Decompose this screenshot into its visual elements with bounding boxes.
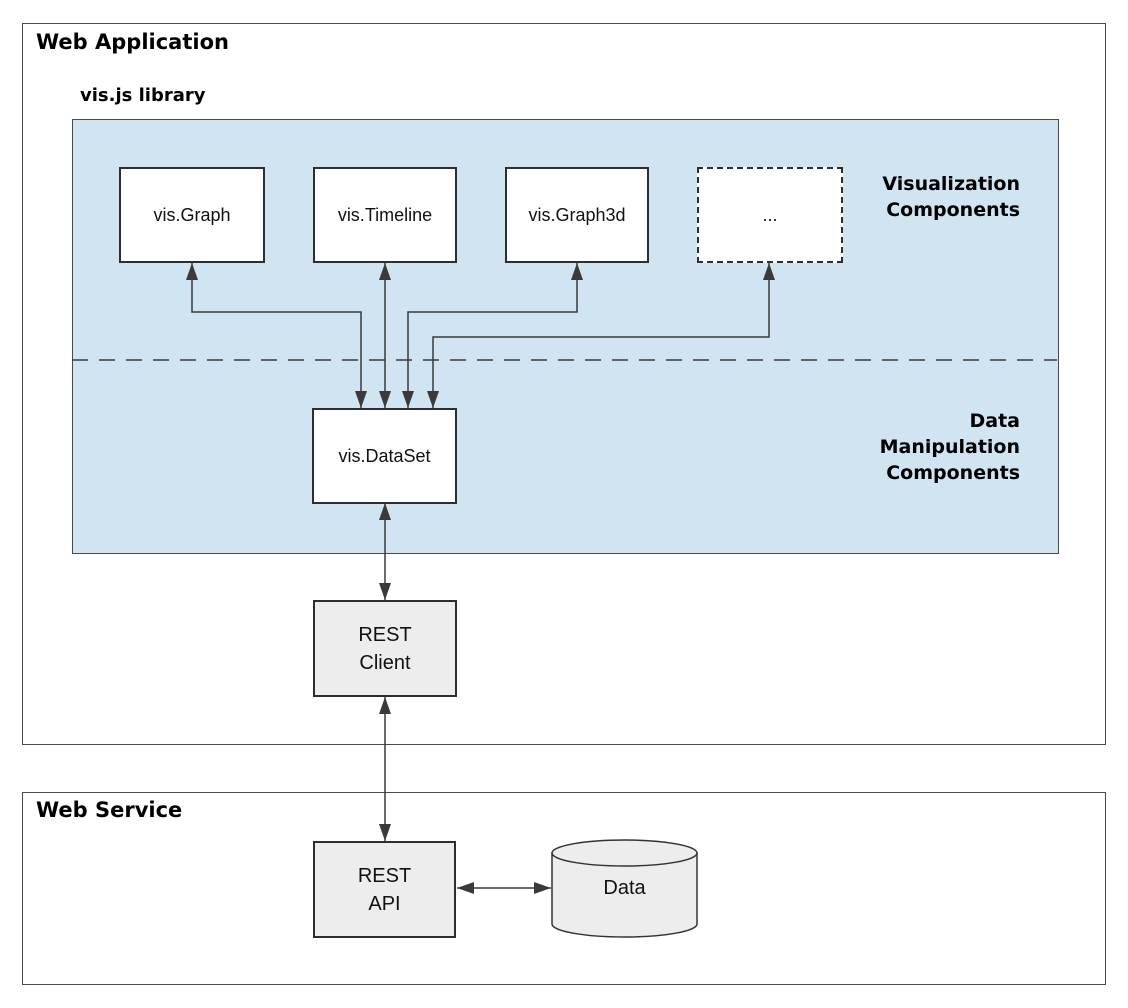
web-service-title: Web Service (36, 798, 183, 822)
rest-client-line1: REST (358, 623, 412, 646)
rest-api-box: REST API (313, 841, 456, 938)
database-label: Data (603, 876, 646, 899)
data-manipulation-components-label: Data Manipulation Components (800, 408, 1020, 486)
web-application-title: Web Application (36, 30, 229, 54)
rest-client-box: REST Client (313, 600, 457, 697)
data-manipulation-line1: Data (969, 410, 1021, 432)
rest-client-line2: Client (359, 651, 411, 674)
visualization-components-line1: Visualization (882, 173, 1020, 195)
vis-timeline-label: vis.Timeline (337, 204, 433, 225)
vis-dataset-box: vis.DataSet (312, 408, 457, 504)
more-components-label: ... (762, 204, 778, 225)
data-manipulation-line3: Components (886, 462, 1020, 484)
rest-api-line1: REST (357, 864, 412, 887)
visualization-components-line2: Components (886, 199, 1020, 221)
vis-graph3d-box: vis.Graph3d (505, 167, 649, 263)
vis-graph-box: vis.Graph (119, 167, 265, 263)
database-store: Data (552, 853, 697, 923)
visualization-components-label: Visualization Components (800, 171, 1020, 223)
vis-graph-label: vis.Graph (153, 204, 231, 225)
visjs-library-label: vis.js library (80, 85, 206, 106)
more-components-box: ... (697, 167, 843, 263)
vis-dataset-label: vis.DataSet (338, 445, 431, 466)
vis-graph3d-label: vis.Graph3d (528, 204, 626, 225)
data-manipulation-line2: Manipulation (879, 436, 1020, 458)
vis-timeline-box: vis.Timeline (313, 167, 457, 263)
rest-api-line2: API (368, 892, 401, 915)
